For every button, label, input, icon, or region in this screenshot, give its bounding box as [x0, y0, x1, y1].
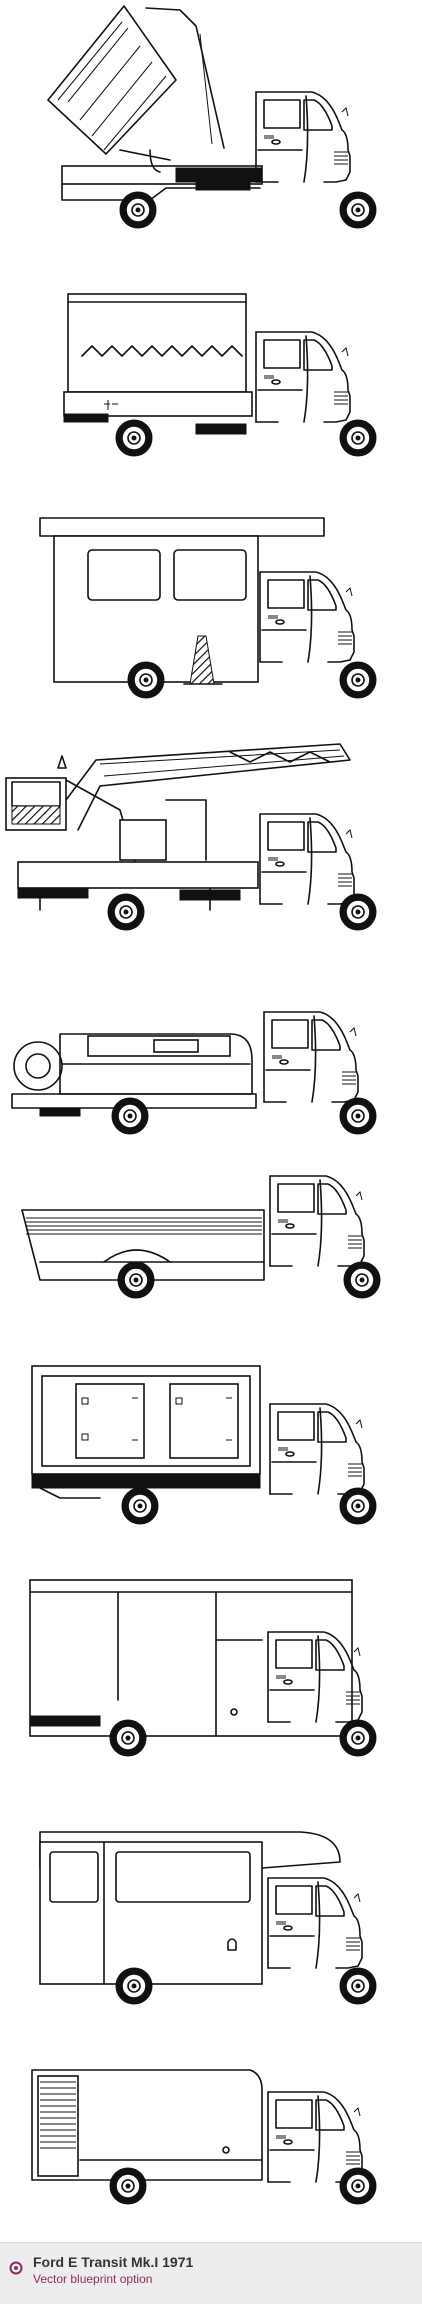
cabinet-body-truck	[31, 1365, 377, 1525]
dropside-tarpaulin-truck	[63, 293, 377, 457]
crew-bus	[39, 517, 377, 699]
vehicle-title: Ford E Transit Mk.I 1971	[33, 2254, 194, 2270]
caption-bar: Ford E Transit Mk.I 1971 Vector blueprin…	[0, 2242, 422, 2304]
minibus	[39, 1831, 377, 2005]
tipper-truck	[47, 5, 377, 229]
box-van	[29, 1579, 377, 1757]
shutter-box-van	[31, 2069, 377, 2205]
blueprint-drawing	[5, 5, 381, 2205]
pickup-truck	[21, 1175, 381, 1299]
cherry-picker-truck	[5, 743, 377, 931]
blueprint-option-link[interactable]: Vector blueprint option	[33, 2272, 153, 2286]
bullet-circle-icon	[9, 2261, 23, 2275]
tanker-truck	[11, 1011, 377, 1135]
